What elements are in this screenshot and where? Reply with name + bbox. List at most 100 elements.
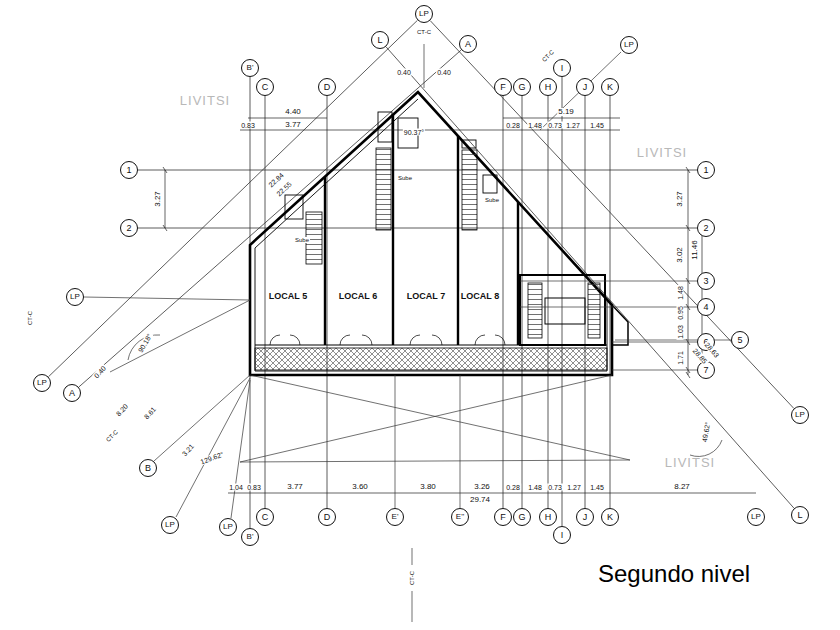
grid-bubble: G — [513, 78, 531, 96]
dimension-text: 0.95 — [677, 305, 684, 321]
grid-bubble: LP — [33, 374, 51, 392]
dimension-text: 0.73 — [547, 484, 563, 491]
dimension-text: 0.28 — [505, 122, 521, 129]
grid-bubble: F — [494, 508, 512, 526]
plan-stroke — [165, 170, 166, 228]
watermark: LIVITSI — [664, 456, 716, 469]
grid-bubble: D — [318, 78, 336, 96]
watermark: LIVITSI — [179, 94, 231, 107]
grid-bubble: 1 — [697, 161, 715, 179]
plan-stroke — [460, 375, 461, 508]
grid-bubble: H — [539, 78, 557, 96]
dimension-text: Sube — [294, 237, 310, 243]
plan-stroke — [378, 112, 392, 142]
grid-letter: LP — [223, 522, 233, 531]
plan-stroke — [412, 548, 413, 565]
plan-stroke — [688, 170, 689, 375]
plan-stroke — [228, 493, 756, 494]
grid-bubble: J — [576, 78, 594, 96]
grid-letter: C — [262, 512, 269, 522]
watermark: LIVITSI — [636, 146, 688, 159]
dimension-text: 1.48 — [527, 484, 543, 491]
grid-bubble: 1 — [120, 161, 138, 179]
plan-stroke — [163, 167, 690, 378]
plan-stroke — [270, 335, 505, 345]
grid-bubble: A — [459, 35, 477, 53]
grid-letter: E'' — [456, 512, 464, 521]
dimension-text: 3.60 — [351, 483, 369, 491]
dimension-text: 3.26 — [473, 483, 491, 491]
dimension-text: Sube — [484, 197, 500, 203]
plan-stroke — [520, 275, 605, 345]
grid-line — [503, 96, 504, 508]
dimension-text: CT-C — [27, 310, 33, 326]
plan-stroke — [250, 375, 630, 460]
grid-bubble: 5 — [731, 331, 749, 349]
grid-bubble: H — [539, 508, 557, 526]
dimension-text: 3.77 — [286, 483, 304, 491]
plan-stroke — [412, 591, 413, 622]
dimension-text: 1.04 — [228, 484, 244, 491]
plan-stroke — [520, 281, 697, 282]
grid-bubble: A — [63, 384, 81, 402]
dimension-text: 5.19 — [557, 108, 575, 116]
grid-letter: LP — [795, 410, 805, 419]
grid-letter: H — [545, 82, 552, 92]
grid-letter: B — [145, 463, 151, 473]
dimension-text: 3.21 — [180, 442, 196, 458]
dimension-text: CT-C — [409, 570, 415, 586]
grid-bubble: G — [513, 508, 531, 526]
plan-stroke — [240, 460, 630, 462]
plan-stroke — [395, 375, 396, 508]
dimension-text: 90.18° — [136, 332, 153, 355]
plan-stroke — [612, 305, 628, 345]
room-name: LOCAL 7 — [406, 292, 446, 301]
grid-line — [138, 228, 697, 229]
plan-stroke — [84, 297, 250, 300]
dimension-text: 8.20 — [114, 402, 130, 418]
plan-stroke — [545, 298, 585, 324]
grid-bubble: L — [371, 31, 389, 49]
grid-line — [386, 47, 794, 509]
dimension-text: 8.27 — [673, 483, 691, 491]
grid-letter: K — [607, 512, 613, 522]
grid-letter: 3 — [703, 276, 708, 286]
dimension-text: 1.27 — [566, 484, 582, 491]
grid-letter: F — [500, 82, 506, 92]
plan-stroke — [240, 130, 620, 131]
dimension-lines — [163, 118, 756, 493]
grid-bubble: LP — [161, 516, 179, 534]
plan-stroke — [588, 283, 600, 338]
dimension-text: 0.40 — [436, 69, 452, 76]
reference-lines — [84, 44, 731, 622]
grid-letter: F — [500, 512, 506, 522]
grid-letter: 2 — [703, 223, 708, 233]
grid-bubble: F — [494, 78, 512, 96]
plan-stroke — [325, 115, 518, 345]
grid-line — [48, 20, 417, 376]
dimension-text: 1.27 — [565, 122, 581, 129]
grid-bubble: LP — [219, 518, 237, 536]
dimension-text: Sube — [397, 175, 413, 181]
grid-bubble: LP — [791, 406, 809, 424]
grid-bubble: LP — [66, 288, 84, 306]
grid-bubble: L — [791, 506, 809, 524]
dimension-text: 1.03 — [677, 324, 684, 340]
grid-letter: LP — [70, 292, 80, 301]
plan-stroke — [231, 380, 250, 518]
plan-stroke — [376, 148, 391, 230]
building — [250, 92, 628, 375]
grid-letter: G — [518, 82, 525, 92]
grid-line — [79, 50, 461, 387]
grid-letter: A — [465, 39, 471, 49]
plan-stroke — [285, 195, 303, 219]
plan-stroke — [255, 99, 607, 371]
grid-line — [562, 77, 563, 526]
grid-letter: D — [324, 82, 331, 92]
plan-stroke — [528, 283, 542, 338]
grid-letter: G — [518, 512, 525, 522]
grid-letter: LP — [419, 9, 429, 18]
grid-letter: I — [561, 63, 564, 73]
dimension-text: 3.02 — [676, 246, 684, 264]
grid-letter: K — [607, 82, 613, 92]
